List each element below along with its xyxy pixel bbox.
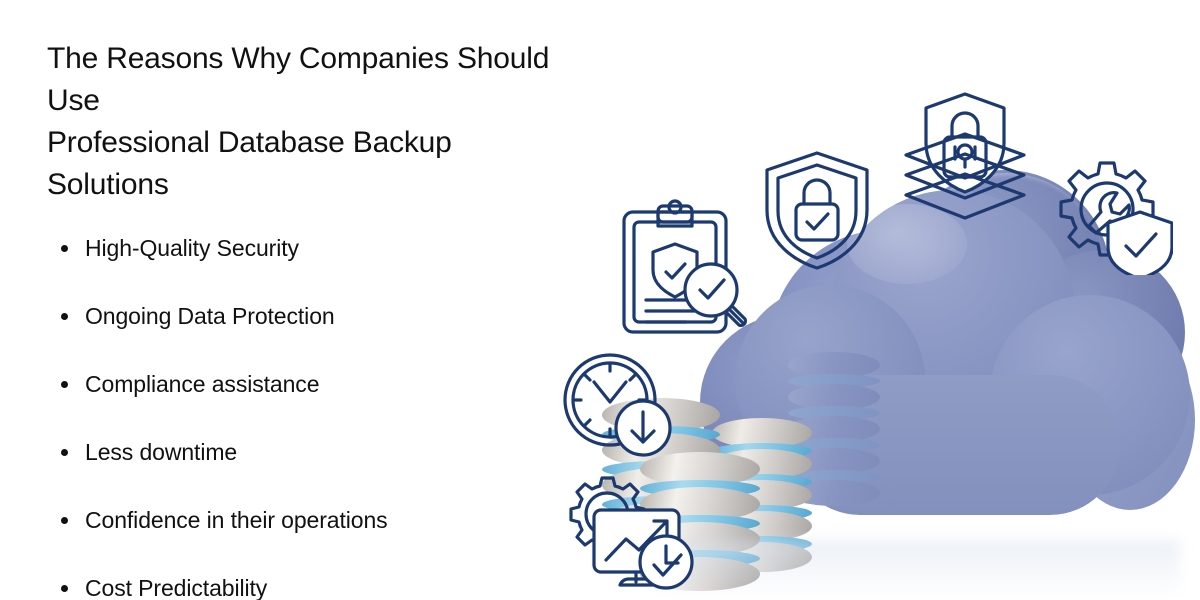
page-title: The Reasons Why Companies Should Use Pro…: [47, 42, 550, 201]
list-item: Compliance assistance: [47, 370, 567, 398]
shield-lock-layers-icon: [900, 90, 1030, 225]
list-item: Confidence in their operations: [47, 506, 567, 534]
database-disc: [788, 384, 880, 410]
database-band: [788, 406, 880, 420]
clock-download-icon: [558, 350, 673, 458]
list-item-label: Ongoing Data Protection: [85, 303, 335, 329]
database-band: [788, 374, 880, 388]
shield-lock-check-icon: [762, 148, 872, 273]
bullet-icon: [61, 313, 68, 320]
list-item-label: Less downtime: [85, 439, 238, 465]
gear-monitor-chart-clock-icon: [562, 476, 697, 591]
bullet-icon: [61, 585, 68, 592]
clipboard-shield-magnifier-icon: [618, 198, 748, 338]
ground-reflection: [660, 540, 1180, 600]
list-item: Cost Predictability: [47, 574, 567, 600]
cloud-group: [540, 0, 1200, 600]
list-item-label: Cost Predictability: [85, 575, 268, 600]
list-item-label: Confidence in their operations: [85, 507, 388, 533]
list-item: High-Quality Security: [47, 234, 567, 262]
gear-wrench-shield-icon: [1048, 160, 1173, 275]
benefits-list: High-Quality Security Ongoing Data Prote…: [47, 234, 567, 600]
illustration: [540, 0, 1200, 600]
list-item: Ongoing Data Protection: [47, 302, 567, 330]
bullet-icon: [61, 381, 68, 388]
list-item-label: Compliance assistance: [85, 371, 320, 397]
bullet-icon: [61, 245, 68, 252]
text-column: The Reasons Why Companies Should Use Pro…: [47, 38, 567, 600]
database-disc: [788, 352, 880, 378]
list-item: Less downtime: [47, 438, 567, 466]
bullet-icon: [61, 517, 68, 524]
list-item-label: High-Quality Security: [85, 235, 299, 261]
bullet-icon: [61, 449, 68, 456]
